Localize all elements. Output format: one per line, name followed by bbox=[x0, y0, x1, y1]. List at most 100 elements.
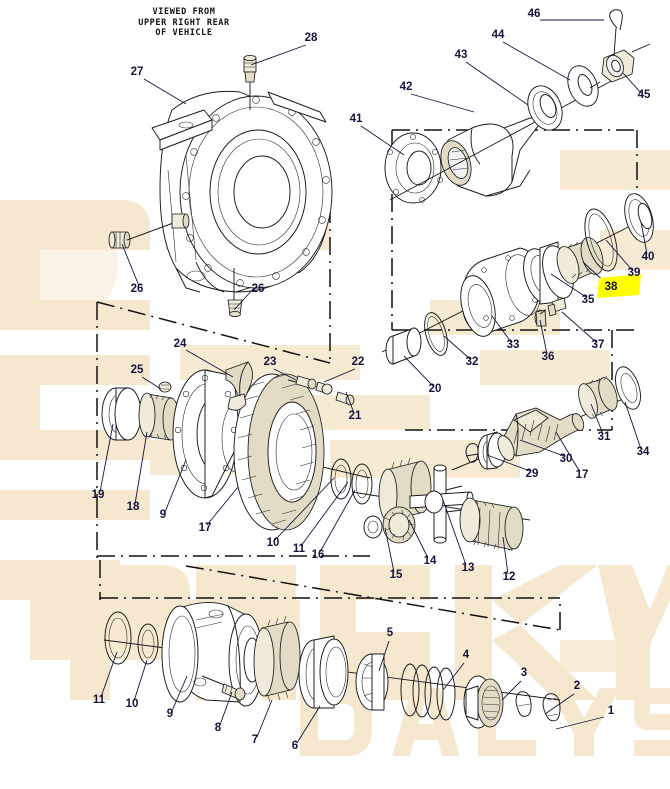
callout-number-31[interactable]: 31 bbox=[598, 431, 611, 443]
leader-line bbox=[640, 221, 648, 255]
callout-number-41[interactable]: 41 bbox=[350, 113, 363, 125]
part-11-lower-oring bbox=[104, 611, 132, 665]
leader-line bbox=[219, 691, 233, 726]
callout-number-42[interactable]: 42 bbox=[400, 81, 413, 93]
callout-number-33[interactable]: 33 bbox=[507, 339, 520, 351]
leader-line bbox=[296, 705, 321, 744]
leader-line bbox=[206, 486, 239, 526]
callout-number-1[interactable]: 1 bbox=[608, 705, 615, 717]
callout-number-9[interactable]: 9 bbox=[160, 509, 166, 521]
leader-line bbox=[403, 355, 434, 387]
part-19-bearing-cup bbox=[101, 387, 142, 441]
part-42-yoke bbox=[440, 117, 539, 197]
callout-number-25[interactable]: 25 bbox=[131, 364, 144, 376]
callout-number-26[interactable]: 26 bbox=[252, 283, 265, 295]
callout-number-16[interactable]: 16 bbox=[312, 549, 325, 561]
part-43-oil-seal bbox=[527, 85, 563, 131]
part-28-breather-plug bbox=[243, 54, 257, 110]
callout-number-12[interactable]: 12 bbox=[503, 571, 516, 583]
callout-number-22[interactable]: 22 bbox=[352, 356, 365, 368]
leader-line bbox=[605, 239, 633, 271]
part-17-pinion-shaft bbox=[497, 407, 585, 461]
callout-number-45[interactable]: 45 bbox=[638, 89, 651, 101]
callout-number-26[interactable]: 26 bbox=[131, 283, 144, 295]
part-38-bearing-cone bbox=[556, 237, 604, 284]
callout-number-10[interactable]: 10 bbox=[267, 537, 280, 549]
part-8-capscrew-lower bbox=[201, 675, 246, 701]
callout-number-17[interactable]: 17 bbox=[576, 469, 589, 481]
callout-number-35[interactable]: 35 bbox=[582, 294, 595, 306]
callout-number-29[interactable]: 29 bbox=[526, 468, 539, 480]
callout-number-9[interactable]: 9 bbox=[167, 708, 173, 720]
leader-line bbox=[550, 273, 587, 298]
part-15-thrust-washer bbox=[363, 515, 383, 539]
callout-number-2[interactable]: 2 bbox=[574, 680, 580, 692]
callout-number-13[interactable]: 13 bbox=[462, 562, 475, 574]
leader-line bbox=[442, 662, 465, 691]
leader-line bbox=[121, 243, 140, 287]
callout-number-40[interactable]: 40 bbox=[642, 251, 655, 263]
leader-line bbox=[465, 61, 529, 106]
callout-number-10[interactable]: 10 bbox=[126, 698, 139, 710]
callout-number-43[interactable]: 43 bbox=[455, 49, 468, 61]
callout-number-36[interactable]: 36 bbox=[542, 351, 555, 363]
leader-line bbox=[590, 403, 604, 435]
callout-number-28[interactable]: 28 bbox=[305, 32, 318, 44]
callout-number-6[interactable]: 6 bbox=[292, 740, 298, 752]
callout-number-19[interactable]: 19 bbox=[92, 489, 105, 501]
callout-number-4[interactable]: 4 bbox=[463, 649, 470, 661]
callout-number-11[interactable]: 11 bbox=[293, 543, 306, 555]
part-36-lockwasher bbox=[534, 309, 547, 327]
callout-number-7[interactable]: 7 bbox=[252, 734, 258, 746]
callout-number-32[interactable]: 32 bbox=[466, 356, 479, 368]
callout-number-18[interactable]: 18 bbox=[127, 501, 140, 513]
leader-line bbox=[443, 335, 471, 360]
part-10-lower-washer bbox=[137, 623, 159, 665]
callout-number-14[interactable]: 14 bbox=[424, 555, 437, 567]
callout-number-8[interactable]: 8 bbox=[215, 722, 222, 734]
callout-number-17[interactable]: 17 bbox=[199, 522, 212, 534]
part-6-bearing-cup-lower bbox=[298, 635, 349, 709]
callout-number-24[interactable]: 24 bbox=[174, 338, 187, 350]
part-17-ring-gear bbox=[233, 373, 325, 531]
callout-number-23[interactable]: 23 bbox=[264, 356, 277, 368]
leader-line bbox=[622, 72, 642, 94]
callout-number-39[interactable]: 39 bbox=[628, 267, 641, 279]
part-40-seal-ring bbox=[624, 193, 654, 243]
part-3-clutch-hub bbox=[463, 675, 504, 729]
callout-number-15[interactable]: 15 bbox=[390, 569, 403, 581]
leader-line bbox=[555, 716, 605, 730]
leader-line bbox=[171, 675, 188, 712]
callout-number-38[interactable]: 38 bbox=[605, 281, 618, 293]
callout-number-34[interactable]: 34 bbox=[637, 446, 650, 458]
group-boundary-mid-left bbox=[96, 500, 370, 560]
leader-line bbox=[319, 489, 356, 553]
callout-number-21[interactable]: 21 bbox=[349, 410, 362, 422]
leader-line bbox=[100, 651, 118, 698]
leader-line bbox=[274, 477, 335, 541]
callout-number-44[interactable]: 44 bbox=[492, 29, 505, 41]
leader-line bbox=[360, 125, 405, 156]
callout-number-20[interactable]: 20 bbox=[429, 383, 442, 395]
callout-number-11[interactable]: 11 bbox=[93, 694, 106, 706]
callout-number-46[interactable]: 46 bbox=[528, 8, 541, 20]
leader-line bbox=[442, 499, 467, 566]
leader-line bbox=[133, 659, 148, 702]
leader-line bbox=[408, 519, 429, 559]
part-13-spider-cross bbox=[409, 464, 474, 544]
part-34-shim bbox=[615, 366, 641, 410]
callout-number-3[interactable]: 3 bbox=[521, 667, 527, 679]
part-4-springs bbox=[400, 663, 456, 721]
part-45-nut bbox=[589, 43, 651, 89]
leader-line bbox=[143, 78, 187, 105]
part-44-washer bbox=[567, 65, 599, 107]
callout-number-37[interactable]: 37 bbox=[592, 339, 605, 351]
part-10-thrust-washer bbox=[330, 458, 352, 500]
callout-number-30[interactable]: 30 bbox=[560, 453, 573, 465]
callout-number-5[interactable]: 5 bbox=[387, 627, 394, 639]
leader-line bbox=[378, 640, 390, 672]
part-41-companion-flange bbox=[384, 132, 443, 204]
callout-number-27[interactable]: 27 bbox=[131, 66, 144, 78]
